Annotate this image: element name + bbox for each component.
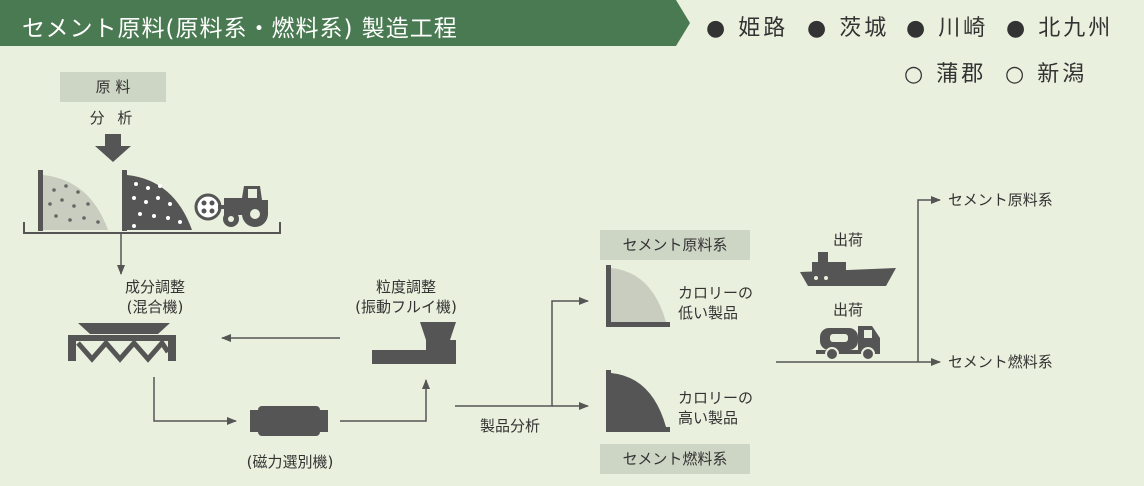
plant-outline-2: ○ 新潟 xyxy=(1005,62,1088,87)
high-calorie-pile-icon xyxy=(606,370,670,432)
ship-icon xyxy=(800,252,896,286)
low-calorie-label-line1: カロリーの xyxy=(678,284,754,302)
down-arrow-icon xyxy=(95,134,131,162)
mixer-icon xyxy=(68,323,176,363)
plant-filled-2: ● 茨城 xyxy=(807,16,890,41)
high-calorie-label-line1: カロリーの xyxy=(678,389,754,407)
low-calorie-pile-icon xyxy=(606,265,670,327)
light-material-pile-icon xyxy=(38,170,108,231)
plant-filled-4: ● 北九州 xyxy=(1006,16,1114,41)
plant-filled-3: ● 川崎 xyxy=(906,16,989,41)
diagram-title: セメント原料(原料系・燃料系) 製造工程 xyxy=(22,16,458,42)
raw-type-box: セメント原料系 xyxy=(600,230,750,260)
tanker-truck-icon xyxy=(816,326,880,361)
analysis-label: 分 析 xyxy=(89,109,137,127)
plant-name: 新潟 xyxy=(1037,62,1088,87)
dark-material-pile-icon xyxy=(122,170,192,231)
magnet-label: (磁力選別機) xyxy=(246,453,334,471)
screen-label-line1: 粒度調整 xyxy=(375,278,436,296)
plant-name: 姫路 xyxy=(738,16,789,41)
screen-label: 粒度調整 (振動フルイ機) xyxy=(336,277,476,317)
output-raw-label: セメント原料系 xyxy=(948,191,1053,209)
fuel-type-box: セメント燃料系 xyxy=(600,444,750,474)
output-fuel-label: セメント燃料系 xyxy=(948,353,1053,371)
plant-name: 北九州 xyxy=(1038,16,1114,41)
screen-label-line2: (振動フルイ機) xyxy=(355,298,457,316)
arrow-magnet-to-screen xyxy=(340,379,430,422)
arrow-mixer-to-magnet xyxy=(153,377,237,425)
mixer-label-line2: (混合機) xyxy=(126,298,184,316)
magnetic-separator-icon xyxy=(250,406,328,436)
plant-outline-1: ○ 蒲郡 xyxy=(904,62,987,87)
vibrating-screen-icon xyxy=(372,322,456,364)
raw-material-label: 原 料 xyxy=(60,72,166,102)
plant-name: 蒲郡 xyxy=(936,62,987,87)
truck-shipment-label: 出荷 xyxy=(832,301,863,319)
plant-filled-1: ● 姫路 xyxy=(706,16,789,41)
arrow-to-low-cal xyxy=(455,297,589,407)
low-calorie-label-line2: 低い製品 xyxy=(678,304,739,322)
arrow-to-raw-output xyxy=(917,196,941,362)
mixer-label-line1: 成分調整 xyxy=(124,278,185,296)
raw-material-bracket xyxy=(23,222,281,234)
plant-name: 川崎 xyxy=(938,16,989,41)
low-calorie-label: カロリーの 低い製品 xyxy=(678,283,762,323)
mixer-label: 成分調整 (混合機) xyxy=(110,277,200,317)
ship-shipment-label: 出荷 xyxy=(832,231,863,249)
title-banner xyxy=(0,0,690,46)
product-analysis-label: 製品分析 xyxy=(479,417,540,435)
tractor-icon xyxy=(194,186,268,227)
high-calorie-label-line2: 高い製品 xyxy=(678,409,739,427)
plant-name: 茨城 xyxy=(839,16,890,41)
high-calorie-label: カロリーの 高い製品 xyxy=(678,388,762,428)
